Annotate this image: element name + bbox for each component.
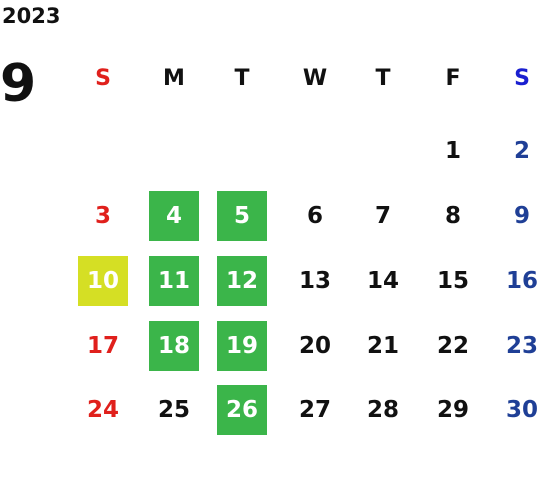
weekday-label: F [445,66,461,91]
weekday-label: T [234,66,250,91]
day-cell[interactable]: 3 [94,203,111,229]
day-cell[interactable]: 28 [366,397,399,423]
day-cell[interactable]: 29 [436,397,469,423]
month-number: 9 [0,54,37,114]
day-cell[interactable]: 7 [374,203,391,229]
day-cell[interactable]: 21 [366,333,399,359]
day-cell[interactable]: 23 [505,333,538,359]
day-cell[interactable]: 12 [217,256,267,306]
weekday-label: T [375,66,391,91]
day-cell[interactable]: 16 [505,268,538,294]
day-cell[interactable]: 20 [298,333,331,359]
year-label: 2023 [2,4,61,28]
day-cell[interactable]: 15 [436,268,469,294]
weekday-label: W [302,66,328,91]
day-cell[interactable]: 19 [217,321,267,371]
day-cell[interactable]: 30 [505,397,538,423]
day-cell[interactable]: 22 [436,333,469,359]
day-cell[interactable]: 6 [306,203,323,229]
day-cell[interactable]: 24 [86,397,119,423]
day-cell[interactable]: 10 [78,256,128,306]
day-cell[interactable]: 26 [217,385,267,435]
day-cell[interactable]: 17 [86,333,119,359]
day-cell[interactable]: 13 [298,268,331,294]
day-cell[interactable]: 5 [217,191,267,241]
day-cell[interactable]: 8 [444,203,461,229]
day-cell[interactable]: 4 [149,191,199,241]
day-cell[interactable]: 1 [444,138,461,164]
day-cell[interactable]: 18 [149,321,199,371]
weekday-label: S [95,66,111,91]
day-cell[interactable]: 27 [298,397,331,423]
day-cell[interactable]: 14 [366,268,399,294]
day-cell[interactable]: 2 [513,138,530,164]
weekday-label: M [163,66,185,91]
weekday-label: S [514,66,530,91]
day-cell[interactable]: 25 [157,397,190,423]
day-cell[interactable]: 9 [513,203,530,229]
day-cell[interactable]: 11 [149,256,199,306]
